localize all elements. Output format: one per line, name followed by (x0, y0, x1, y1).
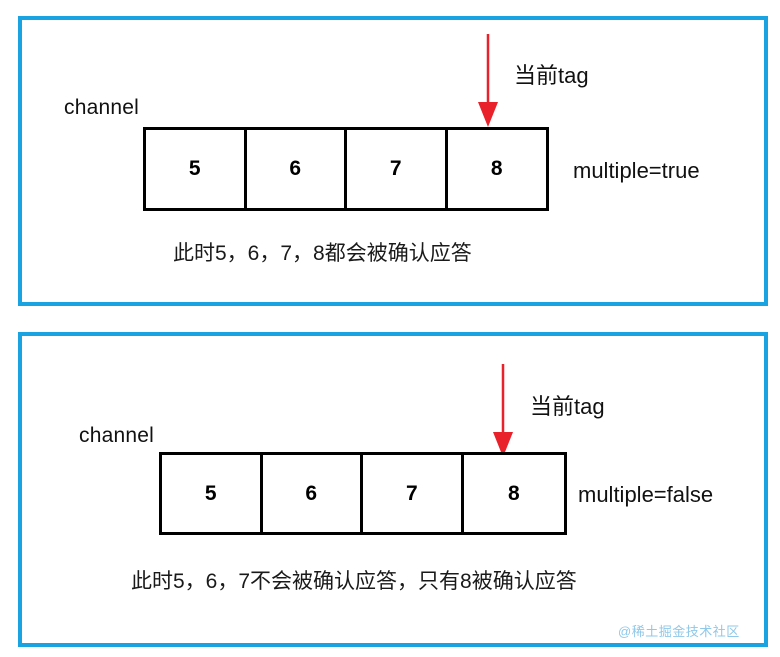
message-cell: 5 (162, 455, 263, 532)
message-cells-row: 5 6 7 8 (159, 452, 567, 535)
message-cell: 8 (463, 455, 565, 532)
message-cell: 8 (447, 130, 546, 208)
current-tag-arrow-icon (478, 34, 498, 127)
current-tag-arrow-icon (493, 364, 513, 457)
panel-multiple-true: 当前tag channel 5 6 7 8 multiple=true 此时5，… (18, 16, 768, 306)
panel-caption: 此时5，6，7不会被确认应答，只有8被确认应答 (131, 570, 577, 593)
channel-label: channel (79, 424, 154, 447)
watermark: @稀土掘金技术社区 (618, 624, 740, 639)
message-cell: 6 (262, 455, 364, 532)
current-tag-label: 当前tag (514, 63, 589, 88)
mode-label: multiple=false (578, 482, 714, 507)
message-cell: 7 (347, 130, 448, 208)
channel-label: channel (64, 96, 139, 119)
message-cell: 7 (363, 455, 464, 532)
current-tag-label: 当前tag (530, 394, 605, 419)
panel-caption: 此时5，6，7，8都会被确认应答 (173, 242, 472, 265)
mode-label: multiple=true (573, 158, 700, 183)
message-cell: 5 (146, 130, 247, 208)
panel-multiple-false: 当前tag channel 5 6 7 8 multiple=false 此时5… (18, 332, 768, 647)
message-cells-row: 5 6 7 8 (143, 127, 549, 211)
message-cell: 6 (246, 130, 347, 208)
